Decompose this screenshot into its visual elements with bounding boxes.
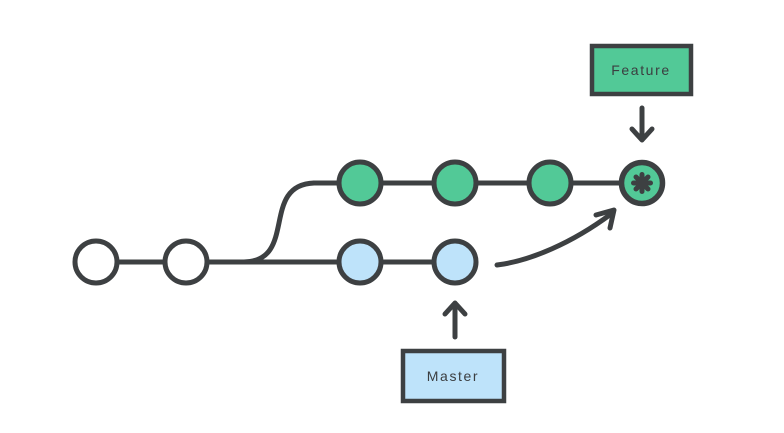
arrow-down-head <box>629 126 655 143</box>
arrow-up-icon <box>442 300 468 340</box>
feature-label-box <box>589 43 694 97</box>
master-label-box <box>400 348 507 404</box>
feature-label-text: Feature <box>611 62 670 78</box>
arrow-down-icon <box>629 105 655 143</box>
commit-node-master-2 <box>431 238 479 286</box>
asterisk-icon <box>631 172 653 194</box>
curved-arrow-head <box>593 207 617 231</box>
arrow-up-head <box>442 300 468 317</box>
master-label: Master <box>400 348 507 404</box>
commit-node-trunk-2 <box>162 238 210 286</box>
master-label-text: Master <box>427 368 479 384</box>
asterisk-stroke <box>633 174 651 192</box>
commit-node-feature-3 <box>526 159 574 207</box>
commit-node-master-1 <box>336 238 384 286</box>
curved-arrow-icon <box>494 207 617 268</box>
curved-arrow-shaft <box>494 211 614 268</box>
commit-node-feature-2 <box>431 159 479 207</box>
branch-split-curve <box>241 180 317 265</box>
commit-node-feature-1 <box>336 159 384 207</box>
feature-label: Feature <box>589 43 694 97</box>
commit-node-trunk-1 <box>72 238 120 286</box>
